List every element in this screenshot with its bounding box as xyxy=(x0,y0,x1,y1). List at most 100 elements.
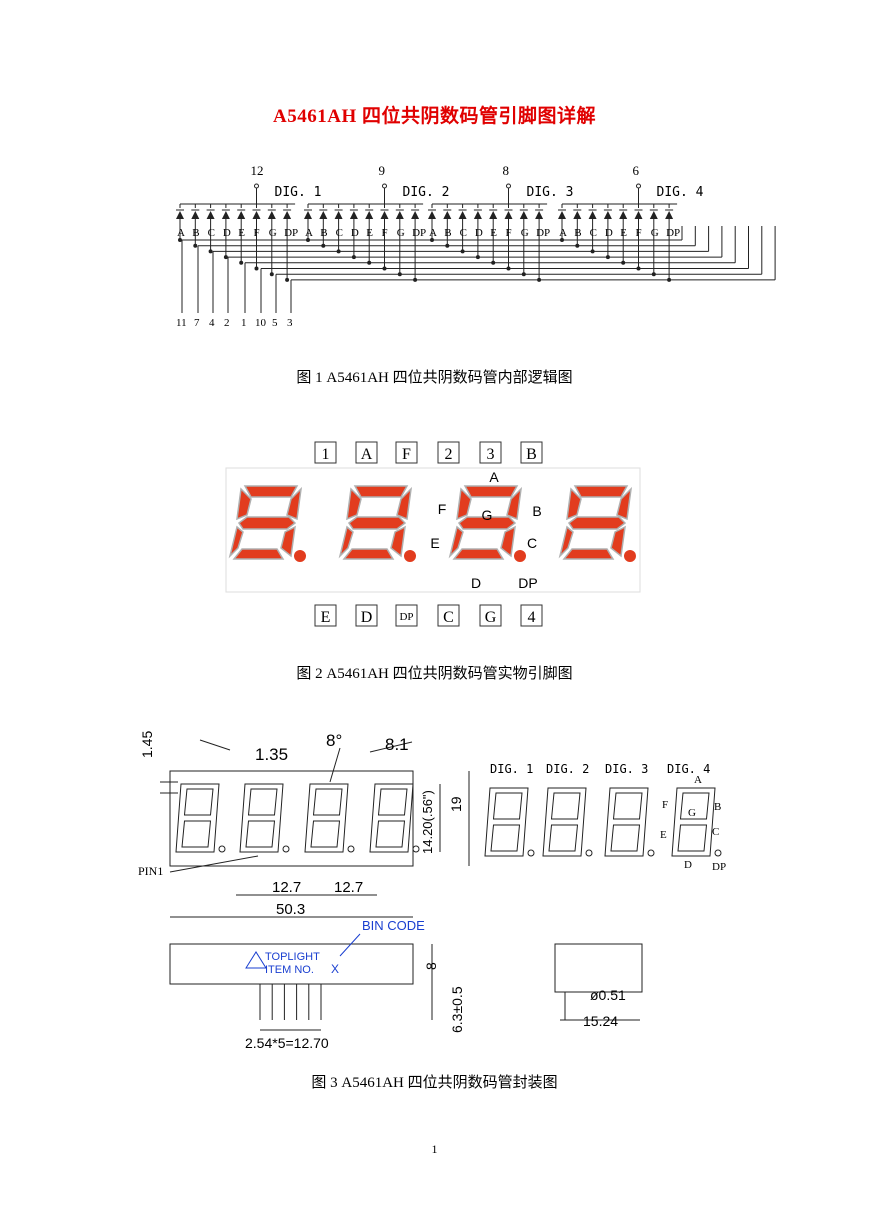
diode-icon xyxy=(588,211,597,219)
decimal-point xyxy=(624,550,636,562)
bottom-pin-label: DP xyxy=(399,611,413,623)
junction-dot xyxy=(269,272,274,277)
junction-dot xyxy=(445,243,450,248)
top-pin-label: 3 xyxy=(487,446,495,463)
brand-label: TOPLIGHT xyxy=(265,951,320,963)
diode-icon xyxy=(443,211,452,219)
bottom-pin-box xyxy=(355,604,378,627)
segment-b xyxy=(396,486,413,521)
digit-lower-window xyxy=(181,820,212,848)
segment-c xyxy=(500,525,516,558)
digit-upper-window xyxy=(312,788,343,816)
segment-callout: DP xyxy=(518,575,537,591)
junction-dot xyxy=(223,255,228,260)
junction-dot xyxy=(178,238,182,242)
digit-lower-window xyxy=(245,820,276,848)
pkg-digit-outline xyxy=(484,787,529,857)
diode-icon xyxy=(428,211,436,219)
junction-dot xyxy=(208,249,213,254)
pkg-segment-letter: C xyxy=(712,826,719,838)
pkg-segment-letter: E xyxy=(660,829,667,841)
junction-dot xyxy=(667,277,672,282)
segment-label: E xyxy=(238,227,245,239)
segment-label: D xyxy=(223,227,231,239)
segment-f xyxy=(566,487,582,521)
segment-d xyxy=(342,548,395,560)
dim-12-7-b: 12.7 xyxy=(334,879,363,896)
page-number: 1 xyxy=(431,1142,438,1156)
digit-upper-window xyxy=(183,788,214,816)
junction-dot xyxy=(506,266,511,271)
digit-pin-number: 12 xyxy=(251,163,264,178)
bottom-pin-label: C xyxy=(443,609,454,626)
digit-pin-number: 9 xyxy=(379,163,386,178)
digit-lower-window xyxy=(610,824,641,852)
junction-dot xyxy=(351,255,356,260)
junction-dot xyxy=(367,260,372,265)
junction-dot xyxy=(397,272,402,277)
digit-dp-outline xyxy=(282,845,290,853)
digit-pin-dot xyxy=(254,183,259,189)
segment-label: F xyxy=(254,227,260,239)
junction-dot xyxy=(636,266,641,271)
junction-dot xyxy=(413,277,418,282)
bottom-pin-box xyxy=(314,604,337,627)
digit-dp-outline xyxy=(527,849,535,857)
diode-icon xyxy=(365,211,374,219)
dim-pitch: 2.54*5=12.70 xyxy=(245,1035,329,1051)
digit-dp-outline xyxy=(347,845,355,853)
bottom-pin-box xyxy=(479,604,502,627)
diode-icon xyxy=(252,211,261,219)
dim-15-24: 15.24 xyxy=(583,1013,618,1029)
segment-label: G xyxy=(269,227,277,239)
digit-label: DIG. 3 xyxy=(527,185,574,200)
segment-callout: G xyxy=(482,507,493,523)
segment-e xyxy=(558,525,574,559)
segment-label: D xyxy=(605,227,613,239)
toplight-logo-icon xyxy=(245,951,267,969)
junction-dot xyxy=(590,249,595,254)
digit-pin-dot xyxy=(382,183,387,189)
segment-b xyxy=(506,486,523,521)
segment-d xyxy=(562,548,615,560)
junction-dot xyxy=(306,238,310,242)
bottom-pin-number: 1 xyxy=(241,317,247,329)
segment-label: F xyxy=(636,227,642,239)
segment-callout: F xyxy=(438,501,447,517)
segment-g xyxy=(347,516,407,530)
junction-dot xyxy=(560,238,564,242)
bottom-pin-label: E xyxy=(321,609,331,626)
pin1-label: PIN1 xyxy=(138,864,163,878)
dim-8: 8 xyxy=(423,962,439,970)
pkg-digit-outline xyxy=(604,787,649,857)
diode-icon xyxy=(535,211,544,219)
bottom-pin-number: 3 xyxy=(287,317,293,329)
segment-label: DP xyxy=(284,227,298,239)
diode-icon xyxy=(267,211,276,219)
segment-label: G xyxy=(521,227,529,239)
diode-icon xyxy=(304,211,312,219)
top-pin-label: 1 xyxy=(322,446,330,463)
diode-icon xyxy=(395,211,404,219)
diode-icon xyxy=(573,211,582,219)
bottom-pin-number: 10 xyxy=(255,317,267,329)
figure3-caption: 图 3 A5461AH 四位共阴数码管封装图 xyxy=(311,1075,558,1091)
digit-lower-window xyxy=(375,820,406,848)
top-pin-label: B xyxy=(526,446,537,463)
junction-dot xyxy=(491,260,496,265)
pkg-segment-letter: A xyxy=(694,774,702,786)
pkg-segment-letter: DP xyxy=(712,861,726,873)
segment-g xyxy=(237,516,297,530)
top-pin-box xyxy=(355,441,378,464)
front-digit-outline xyxy=(175,783,220,853)
segment-c xyxy=(390,525,406,558)
top-pin-box xyxy=(479,441,502,464)
bottom-pin-box xyxy=(395,604,418,627)
dim-angle: 8° xyxy=(326,731,342,750)
pkg-digit-label: DIG. 4 xyxy=(667,762,710,776)
diode-icon xyxy=(411,211,420,219)
pkg-digit-label: DIG. 1 xyxy=(490,762,533,776)
dim-line xyxy=(329,747,341,783)
dim-line xyxy=(369,741,413,753)
